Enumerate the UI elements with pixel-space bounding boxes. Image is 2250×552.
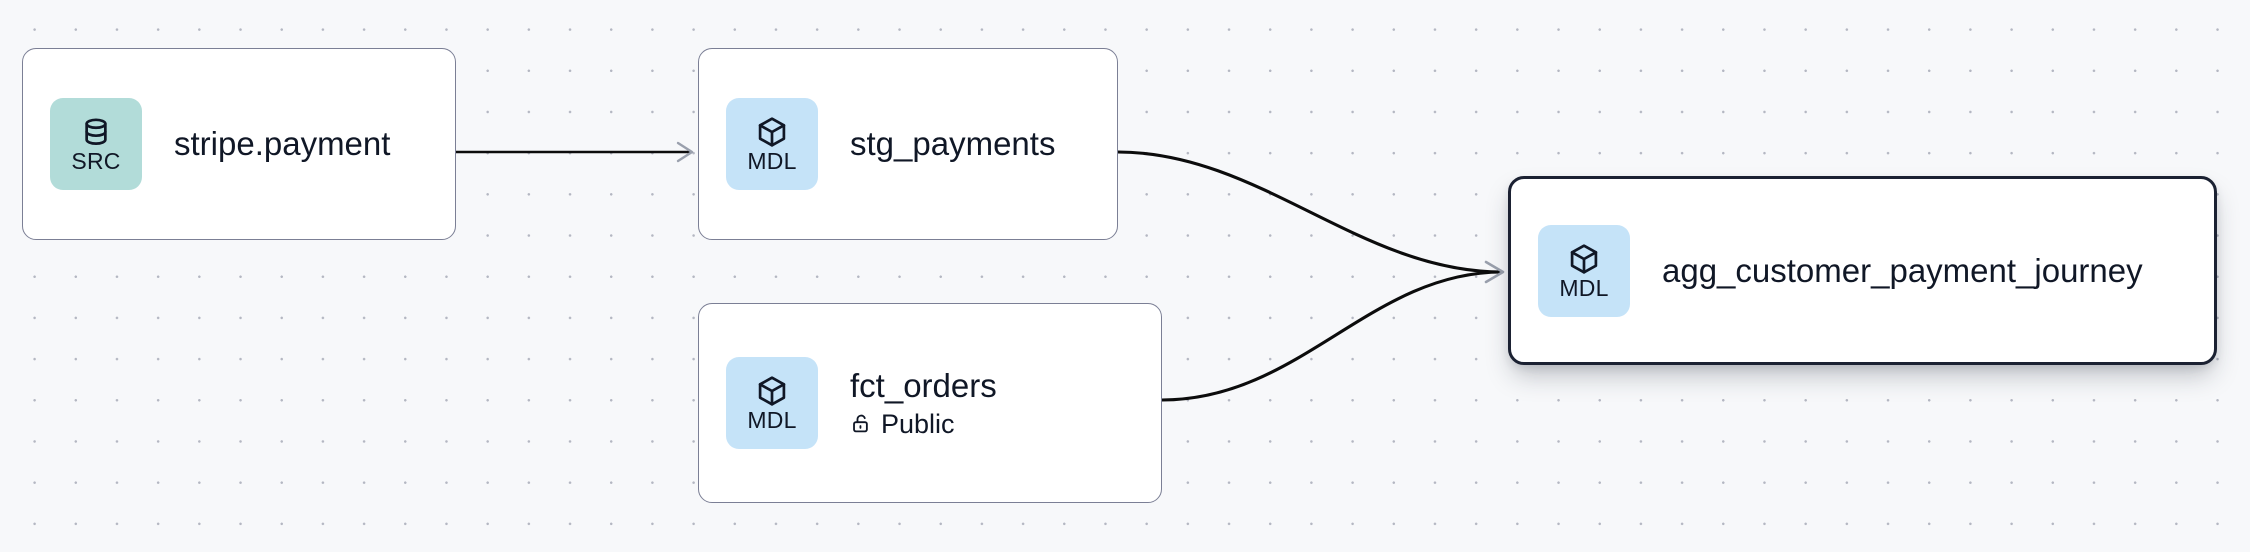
edge-fct-to-agg: [1161, 270, 1503, 402]
arrowhead-icon: [1484, 260, 1505, 284]
node-badge-mdl: MDL: [726, 98, 818, 190]
node-body: agg_customer_payment_journey: [1662, 253, 2143, 289]
node-title: fct_orders: [850, 367, 997, 405]
arrowhead-icon: [676, 141, 694, 163]
node-body: fct_orders Public: [850, 368, 997, 438]
node-title: stg_payments: [850, 125, 1056, 163]
edge-stg-to-agg: [1117, 150, 1503, 274]
node-badge-mdl: MDL: [726, 357, 818, 449]
node-badge-mdl: MDL: [1538, 224, 1630, 317]
node-agg-customer-payment-journey[interactable]: MDL agg_customer_payment_journey: [1508, 176, 2217, 365]
database-icon: [79, 115, 113, 149]
cube-icon: [755, 374, 789, 408]
node-body: stripe.payment: [174, 126, 390, 162]
cube-icon: [755, 115, 789, 149]
node-title: agg_customer_payment_journey: [1662, 251, 2143, 289]
node-stripe-payment[interactable]: SRC stripe.payment: [22, 48, 456, 240]
unlock-icon: [850, 412, 873, 435]
cube-icon: [1567, 242, 1601, 276]
node-badge-label: SRC: [71, 148, 121, 174]
node-visibility: Public: [850, 408, 997, 439]
node-stg-payments[interactable]: MDL stg_payments: [698, 48, 1118, 240]
node-visibility-label: Public: [881, 408, 955, 439]
node-badge-label: MDL: [747, 148, 797, 174]
node-badge-label: MDL: [747, 407, 797, 433]
node-body: stg_payments: [850, 126, 1055, 162]
node-badge-label: MDL: [1559, 274, 1609, 301]
node-title: stripe.payment: [174, 125, 391, 163]
edge-stripe-to-stg: [456, 141, 694, 163]
node-badge-src: SRC: [50, 98, 142, 190]
node-fct-orders[interactable]: MDL fct_orders Public: [698, 303, 1162, 503]
